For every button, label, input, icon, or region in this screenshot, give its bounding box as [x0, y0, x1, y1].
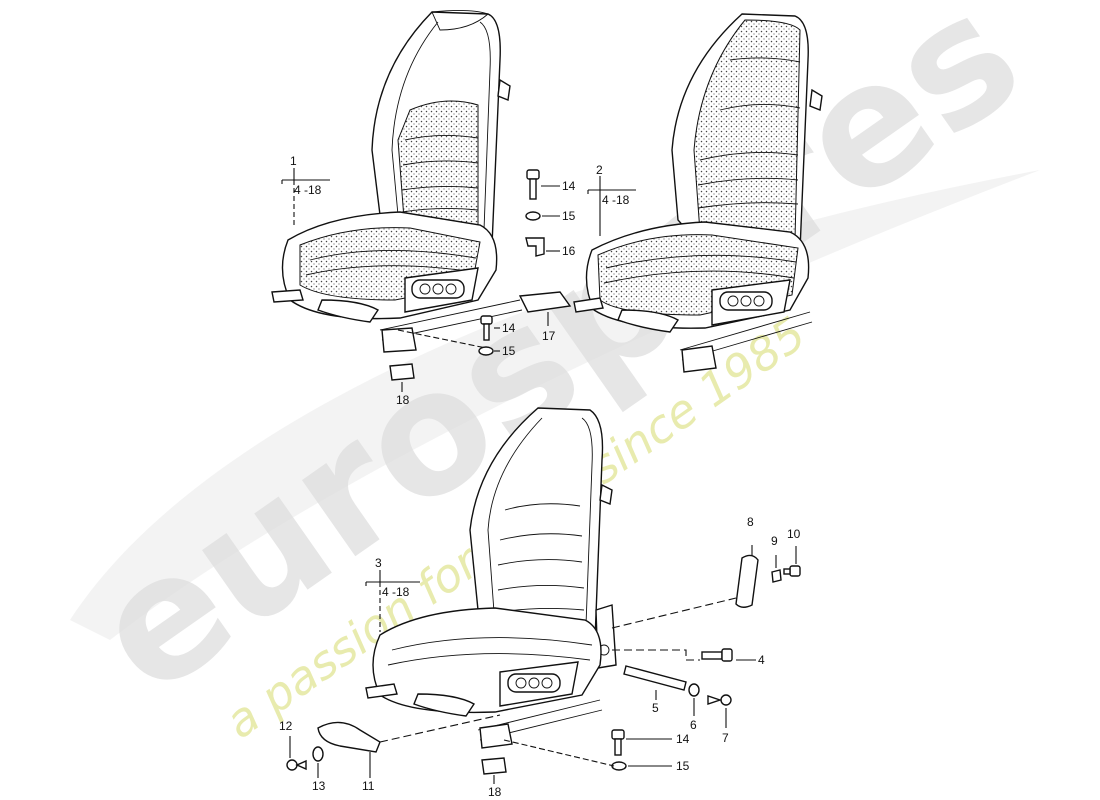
- washer-15-top: [525, 211, 541, 221]
- knob-8: [735, 554, 759, 608]
- nut-6: [688, 683, 700, 697]
- bolt-14-mid: [480, 315, 493, 341]
- callout-11: 11: [362, 779, 375, 793]
- callout-8: 8: [747, 515, 754, 529]
- callout-14-top: 14: [562, 179, 576, 193]
- screw-12: [286, 759, 307, 771]
- plate-17: [518, 291, 572, 313]
- callout-2-range: 4 -18: [602, 193, 630, 207]
- callout-16: 16: [562, 244, 576, 258]
- seat-2-illustration: [573, 13, 823, 373]
- callout-9: 9: [771, 534, 778, 548]
- callout-6: 6: [690, 718, 697, 732]
- plate-18-top: [389, 363, 415, 381]
- bolt-14-top: [526, 169, 540, 200]
- callout-2: 2: [596, 163, 603, 177]
- clip-13: [312, 746, 324, 762]
- callout-7: 7: [722, 731, 729, 745]
- callout-13: 13: [312, 779, 326, 793]
- screw-7: [707, 694, 732, 706]
- shaft-5: [623, 665, 687, 691]
- washer-15-mid: [478, 346, 494, 356]
- callout-labels: 1 4 -18 2 4 -18 3 4 -18 14 15 16 17 14 1…: [279, 154, 801, 799]
- callout-15-bottom: 15: [676, 759, 690, 773]
- screw-10: [783, 565, 801, 577]
- leader-lines: [281, 168, 797, 784]
- watermark-swoosh: [70, 170, 1040, 640]
- callout-14-mid: 14: [502, 321, 516, 335]
- callout-5: 5: [652, 701, 659, 715]
- callout-1-range: 4 -18: [294, 183, 322, 197]
- plate-18-bottom: [481, 757, 507, 775]
- callout-4: 4: [758, 653, 765, 667]
- callout-15-mid: 15: [502, 344, 516, 358]
- small-parts: [286, 169, 801, 775]
- cap-9: [771, 569, 782, 583]
- callout-10: 10: [787, 527, 801, 541]
- bolt-4: [701, 648, 733, 662]
- bolt-14-bottom: [611, 729, 625, 756]
- callout-17: 17: [542, 329, 556, 343]
- cover-11: [317, 721, 381, 753]
- seat-1-illustration: [271, 9, 523, 353]
- callout-12: 12: [279, 719, 293, 733]
- callout-3-range: 4 -18: [382, 585, 410, 599]
- bracket-16: [525, 237, 545, 257]
- callout-18-top: 18: [396, 393, 410, 407]
- callout-14-bottom: 14: [676, 732, 690, 746]
- callout-15-top: 15: [562, 209, 576, 223]
- callout-18-bottom: 18: [488, 785, 502, 799]
- seat-3-illustration: [365, 407, 617, 749]
- callout-3: 3: [375, 556, 382, 570]
- callout-1: 1: [290, 154, 297, 168]
- washer-15-bottom: [611, 761, 627, 771]
